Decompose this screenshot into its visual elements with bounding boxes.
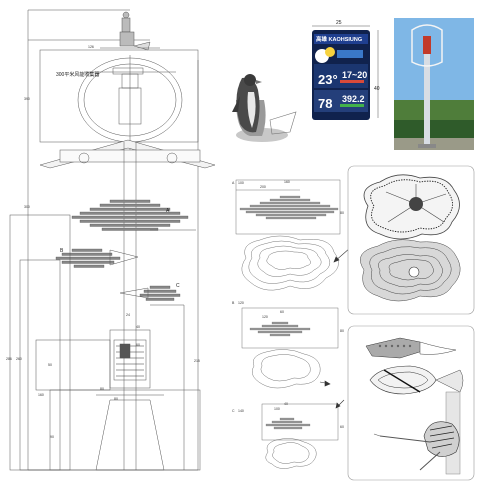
callout-arrows [319,247,351,409]
main-note-label: 300平米风能收集器 [56,71,99,78]
main-elevation-drawing [9,9,216,471]
section-b-dim-3: 80 [340,329,344,333]
dim-column-gap: 24 [126,313,130,317]
billboard-aqi: 78 [318,96,332,111]
billboard-city: 高雄 KAOHSIUNG [316,35,362,43]
dim-lower-left-c: 160 [38,393,44,397]
penguin-sculpture [232,74,297,142]
tower-base [95,399,165,471]
person-figure [119,11,135,47]
section-c-dim-3: 60 [340,425,344,429]
rotor-detail-panel [347,165,475,315]
section-b-scale: 120 [238,301,244,305]
section-c-label: C [232,409,235,413]
layer-a-stack [71,199,189,231]
billboard-temp: 23° [318,72,338,87]
generator-cage [109,329,151,389]
section-c-dim-1: 100 [274,407,280,411]
dim-c-label: 60 [136,343,140,347]
section-a-label: A [232,181,235,185]
section-a-scale: 100 [238,181,244,185]
dim-mid-height: 300 [24,205,30,209]
billboard-display [312,25,379,120]
section-a [235,179,341,291]
billboard-width-label: 25 [336,20,342,26]
dim-right-height: 215 [194,359,200,363]
dim-top-width: 126 [88,45,94,49]
dim-cage-top: 40 [136,325,140,329]
section-b [241,307,339,389]
dim-base-top: 80 [114,397,118,401]
dim-base-left: 80 [100,387,104,391]
layer-b-label: B [60,248,64,254]
layer-b-stack [55,248,121,268]
layer-c-stack [139,285,181,301]
section-c [261,403,339,469]
dim-cage-height: 90 [50,435,54,439]
blade-detail-panel [347,325,475,481]
section-b-dim-2: 60 [280,310,284,314]
section-c-scale: 140 [238,409,244,413]
section-a-dim-1: 200 [260,185,266,189]
billboard-height-label: 40 [374,86,380,92]
section-b-dim-1: 120 [262,315,268,319]
billboard-energy: 392.2 [342,94,365,104]
section-a-dim-2: 160 [284,180,290,184]
layer-c-label: C [176,283,180,289]
turbine-photo [394,18,474,150]
section-b-label: B [232,301,235,305]
section-c-dim-2: 40 [284,402,288,406]
dim-lower-left-a: 286 [6,357,12,361]
billboard-temp-range: 17~20 [342,70,367,80]
section-a-dim-3: 80 [340,211,344,215]
dim-left-height: 390 [24,97,30,101]
dim-lower-left-b: 260 [16,357,22,361]
dim-cage-width: 50 [48,363,52,367]
layer-a-label: A [166,208,170,214]
